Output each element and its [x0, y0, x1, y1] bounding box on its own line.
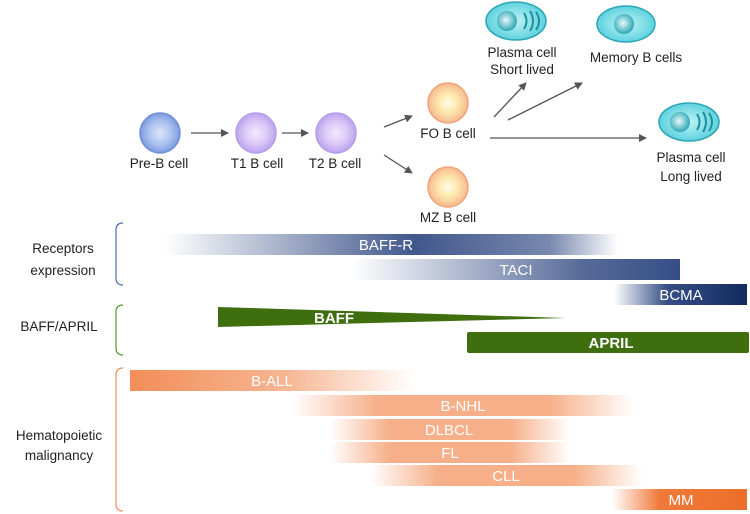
plasma-short-label-line1: Plasma cell: [487, 45, 556, 60]
mz-b-cell-label: MZ B cell: [420, 210, 476, 225]
plasma-long-label-line1: Plasma cell: [656, 150, 725, 165]
mz-b-cell-icon: [427, 166, 469, 208]
arrow-fo-plasma-short: [493, 82, 527, 118]
baff-wedge: [218, 307, 566, 327]
b-nhl-label: B-NHL: [440, 398, 485, 415]
malignancy-bracket: [115, 367, 124, 512]
memory-b-cells-label: Memory B cells: [590, 50, 683, 65]
plasma-cell-long-icon: [658, 102, 720, 142]
april-bar: [467, 332, 749, 353]
cll-label: CLL: [492, 468, 520, 485]
april-label: APRIL: [589, 335, 634, 352]
cll-bar: [370, 465, 642, 486]
bcma-bar: [614, 284, 747, 305]
b-nhl-bar: [292, 395, 634, 416]
t2-b-cell-label: T2 B cell: [309, 156, 362, 171]
malignancy-label-line1: Hematopoietic: [16, 428, 103, 443]
fo-b-cell-label: FO B cell: [420, 126, 476, 141]
pre-b-cell-label: Pre-B cell: [130, 156, 189, 171]
receptors-label-line2: expression: [30, 263, 95, 278]
baff-april-bracket: [115, 304, 124, 356]
bcma-bar-label: BCMA: [659, 287, 702, 304]
malignancy-label-line2: malignancy: [25, 448, 94, 463]
arrow-fo-memory: [507, 82, 583, 121]
receptors-bracket: [115, 222, 124, 286]
plasma-short-label-line2: Short lived: [490, 62, 554, 77]
baff-r-bar-label: BAFF-R: [359, 237, 413, 254]
plasma-long-label-line2: Long lived: [660, 169, 722, 184]
t1-b-cell-label: T1 B cell: [231, 156, 284, 171]
t1-b-cell-icon: [235, 112, 277, 154]
baff-april-label: BAFF/APRIL: [20, 319, 98, 334]
fo-b-cell-icon: [427, 82, 469, 124]
baff-label: BAFF: [314, 310, 354, 327]
b-all-bar: [130, 370, 414, 391]
arrow-t2-mz: [383, 154, 413, 174]
plasma-cell-short-icon: [485, 1, 547, 41]
mm-label: MM: [669, 492, 694, 509]
taci-bar: [352, 259, 680, 280]
taci-bar-label: TACI: [499, 262, 532, 279]
mm-bar: [612, 489, 747, 510]
dlbcl-bar: [330, 419, 570, 440]
differentiation-arrows: [191, 82, 647, 174]
pre-b-cell-icon: [139, 112, 181, 154]
fl-bar: [330, 442, 570, 463]
memory-b-cell-icon: [596, 5, 656, 43]
t2-b-cell-icon: [315, 112, 357, 154]
arrow-t2-fo: [383, 114, 413, 128]
dlbcl-label: DLBCL: [425, 422, 473, 439]
b-all-label: B-ALL: [251, 373, 293, 390]
fl-label: FL: [441, 445, 459, 462]
baff-r-bar: [165, 234, 618, 255]
receptors-label-line1: Receptors: [32, 241, 94, 256]
